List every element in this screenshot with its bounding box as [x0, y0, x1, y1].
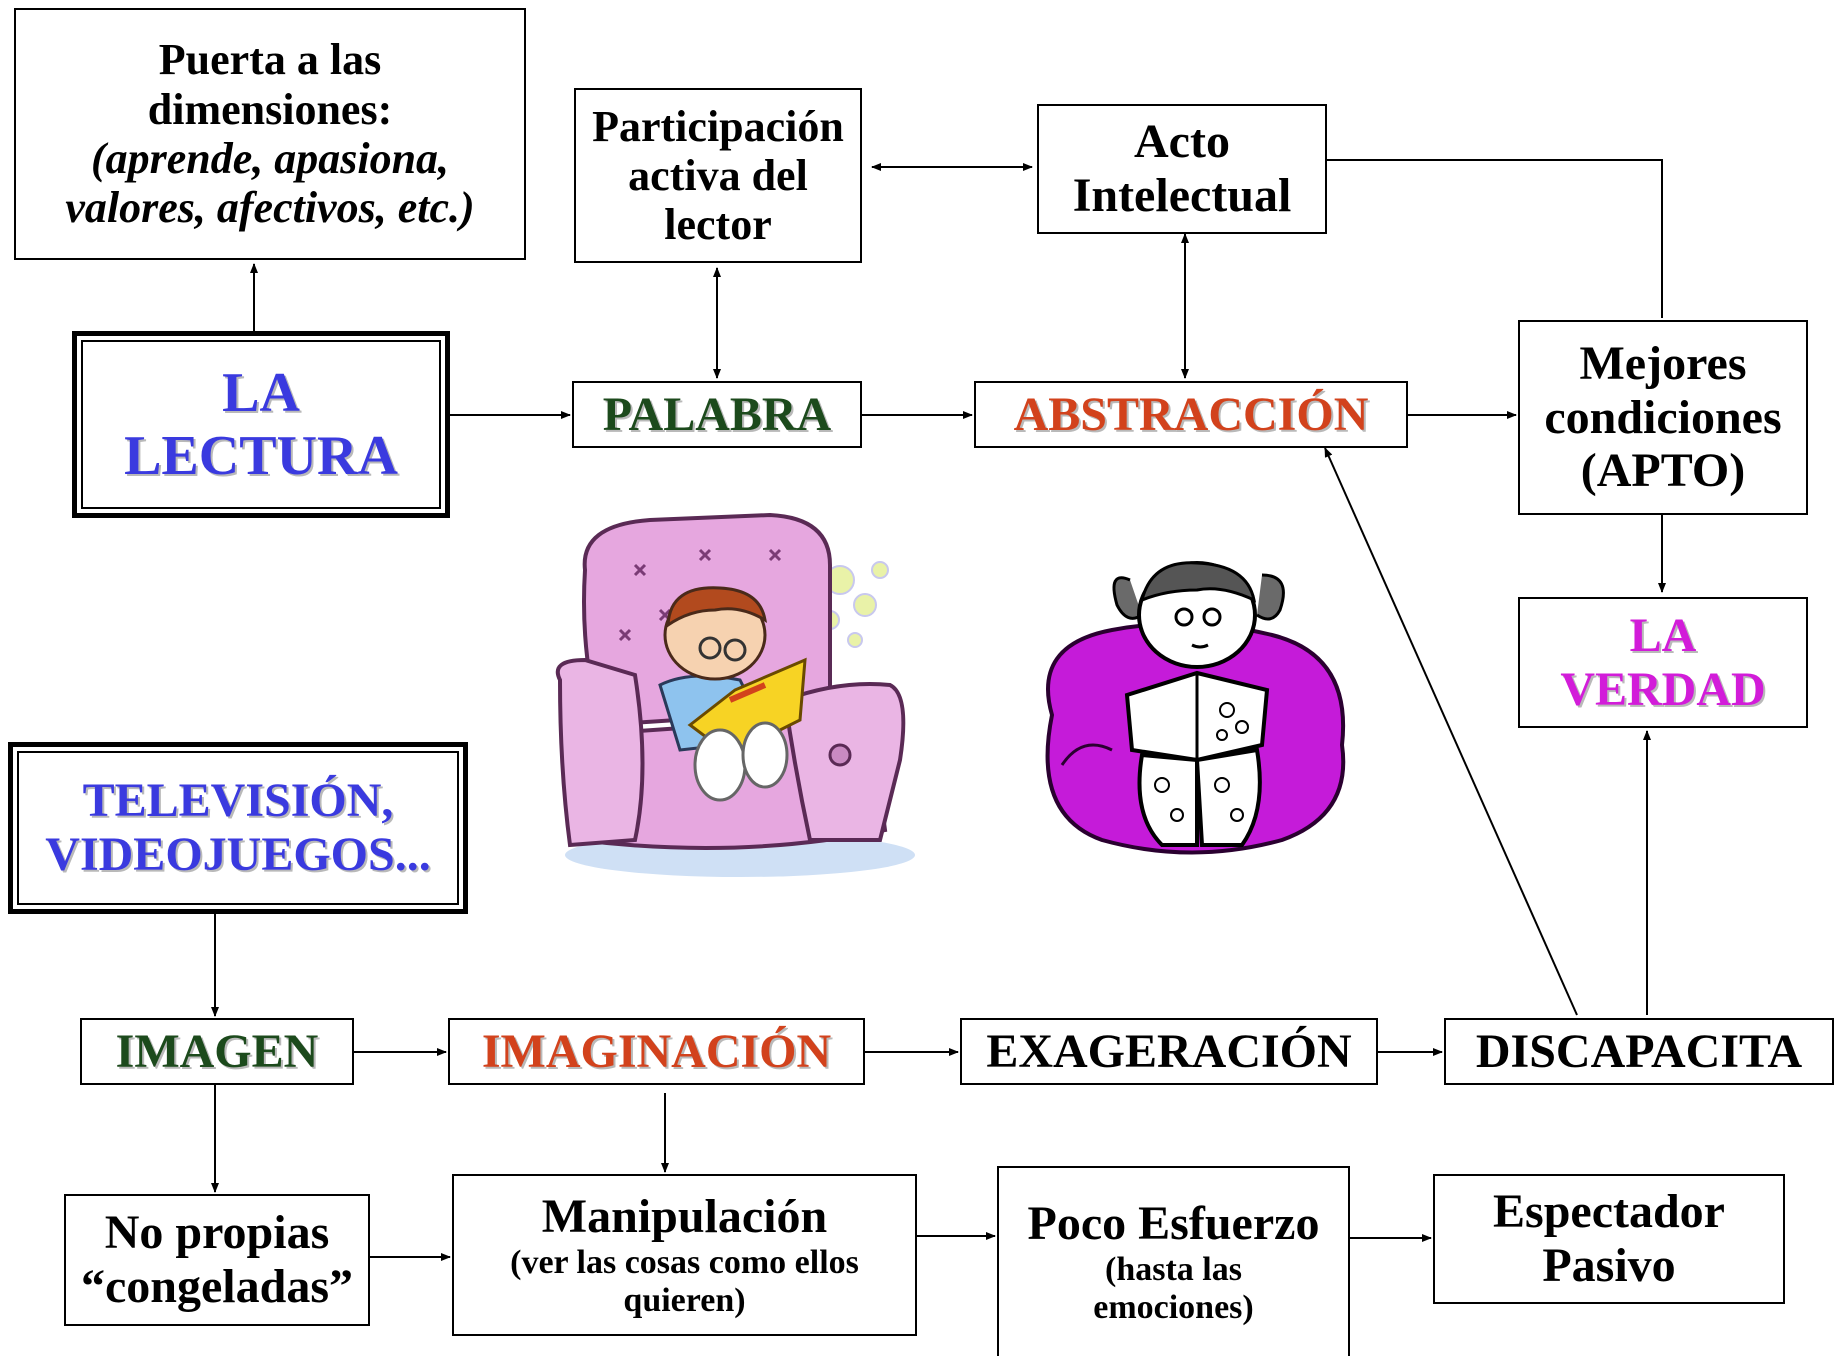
node-imagen-label: IMAGEN: [115, 1024, 319, 1078]
node-imaginacion-label: IMAGINACIÓN: [481, 1024, 832, 1078]
node-espectador-line1: Espectador: [1493, 1185, 1725, 1239]
node-imagen: IMAGEN: [80, 1018, 354, 1085]
node-la-lectura: LA LECTURA: [72, 331, 450, 518]
node-esfuerzo-line1: Poco Esfuerzo: [1027, 1197, 1320, 1251]
node-verdad-line1: LA: [1629, 608, 1697, 662]
node-television-line1: TELEVISIÓN,: [82, 774, 394, 828]
node-imaginacion: IMAGINACIÓN: [448, 1018, 865, 1085]
node-puerta-line2: dimensiones:: [147, 84, 393, 134]
node-puerta-line4: valores, afectivos, etc.): [65, 183, 475, 233]
node-puerta-dimensiones: Puerta a las dimensiones: (aprende, apas…: [14, 8, 526, 260]
node-palabra: PALABRA: [572, 381, 862, 448]
node-participacion-line1: Participación: [592, 101, 844, 151]
node-verdad-line2: VERDAD: [1560, 662, 1766, 716]
node-no-propias: No propias “congeladas”: [64, 1194, 370, 1326]
node-television-videojuegos: TELEVISIÓN, VIDEOJUEGOS...: [8, 742, 468, 914]
node-acto-intelectual: Acto Intelectual: [1037, 104, 1327, 234]
line-acto-mejores: [1327, 159, 1663, 318]
node-television-line2: VIDEOJUEGOS...: [45, 828, 431, 881]
node-abstraccion: ABSTRACCIÓN: [974, 381, 1408, 448]
node-exageracion-label: EXAGERACIÓN: [986, 1024, 1352, 1078]
node-acto-line2: Intelectual: [1072, 169, 1292, 222]
node-mejores-line3: (APTO): [1580, 444, 1746, 498]
node-exageracion: EXAGERACIÓN: [960, 1018, 1378, 1085]
node-discapacita: DISCAPACITA: [1444, 1018, 1834, 1085]
node-la-verdad: LA VERDAD: [1518, 597, 1808, 728]
node-manipulacion: Manipulación (ver las cosas como ellos q…: [452, 1174, 917, 1336]
node-abstraccion-label: ABSTRACCIÓN: [1013, 387, 1369, 441]
node-esfuerzo-line2: (hasta las: [1105, 1250, 1242, 1288]
node-acto-line1: Acto: [1134, 115, 1230, 169]
node-esfuerzo-line3: emociones): [1093, 1288, 1254, 1326]
node-puerta-line3: (aprende, apasiona,: [90, 134, 450, 183]
node-participacion-line3: lector: [664, 200, 772, 250]
node-mejores-condiciones: Mejores condiciones (APTO): [1518, 320, 1808, 515]
node-mejores-line1: Mejores: [1579, 336, 1747, 390]
node-lectura-line2: LECTURA: [124, 424, 398, 487]
node-participacion-line2: activa del: [628, 150, 808, 200]
node-espectador-pasivo: Espectador Pasivo: [1433, 1174, 1785, 1304]
node-mejores-line2: condiciones: [1544, 390, 1782, 444]
node-nopropias-line2: “congeladas”: [80, 1260, 353, 1313]
node-participacion: Participación activa del lector: [574, 88, 862, 263]
node-nopropias-line1: No propias: [104, 1206, 330, 1260]
node-espectador-line2: Pasivo: [1542, 1239, 1676, 1292]
node-manipulacion-line3: quieren): [623, 1281, 746, 1319]
node-poco-esfuerzo: Poco Esfuerzo (hasta las emociones): [997, 1166, 1350, 1356]
node-palabra-label: PALABRA: [602, 387, 832, 441]
girl-reading-beanbag-illustration: [1045, 561, 1346, 855]
node-puerta-line1: Puerta a las: [158, 35, 382, 85]
node-discapacita-label: DISCAPACITA: [1475, 1024, 1803, 1078]
node-manipulacion-line1: Manipulación: [541, 1190, 828, 1244]
boy-reading-armchair-illustration: [555, 512, 915, 877]
node-lectura-line1: LA: [222, 361, 300, 424]
arrow-discapacita-abstraccion: [1324, 447, 1578, 1016]
node-manipulacion-line2: (ver las cosas como ellos: [510, 1243, 859, 1281]
